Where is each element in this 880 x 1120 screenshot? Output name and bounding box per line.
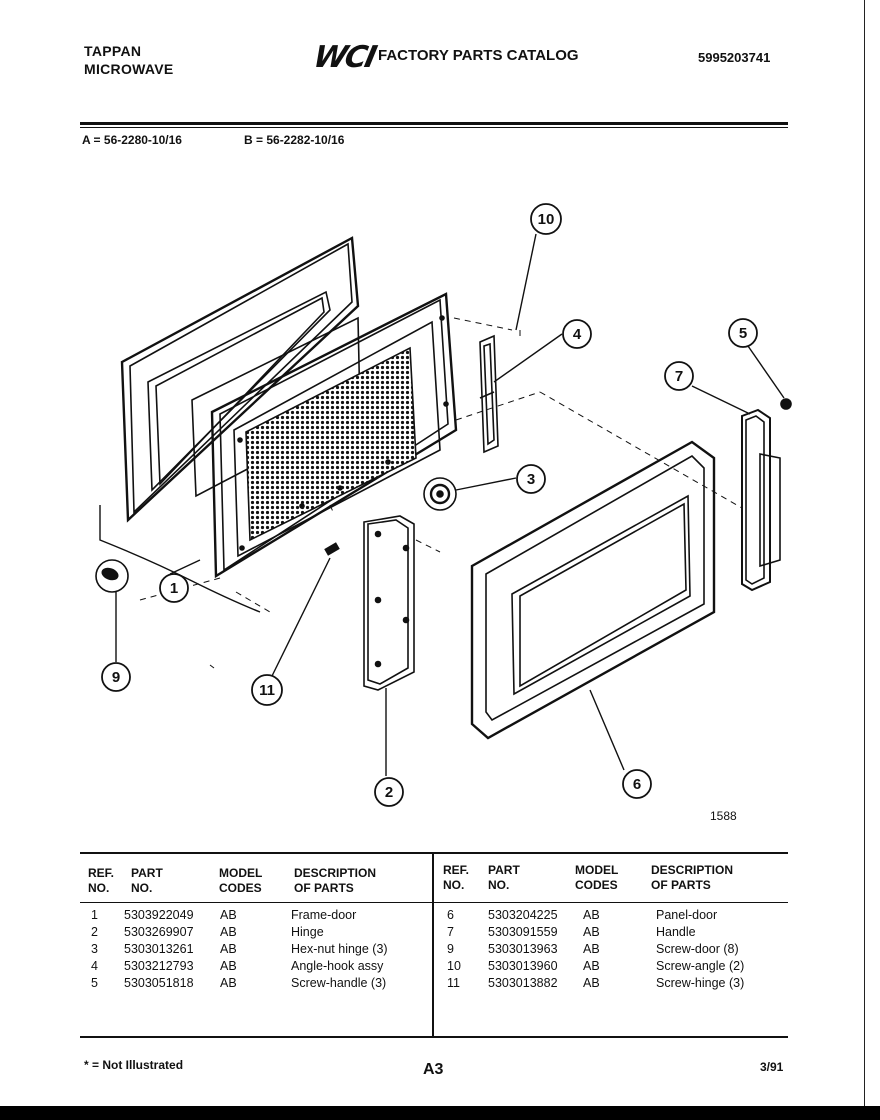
callout-label-4: 4	[573, 326, 582, 343]
header-ref-right: REF.NO.	[443, 863, 470, 892]
callout-label-3: 3	[527, 471, 535, 488]
model-b: B = 56-2282-10/16	[244, 133, 345, 147]
callout-label-1: 1	[170, 580, 178, 597]
table-row: 1 5303922049 AB Frame-door	[91, 908, 357, 922]
callout-label-11: 11	[259, 682, 275, 699]
left-table-body: 1 5303922049 AB Frame-door 2 5303269907 …	[91, 907, 421, 992]
screw-door-part	[95, 559, 129, 593]
revision-date: 3/91	[760, 1060, 784, 1074]
catalog-title: FACTORY PARTS CATALOG	[378, 47, 579, 64]
callout-11	[251, 674, 283, 706]
callout-4	[562, 319, 592, 349]
header-ref: REF.NO.	[88, 866, 115, 895]
screw-handle-part	[780, 398, 792, 410]
table-row: 4 5303212793 AB Angle-hook assy	[91, 959, 384, 973]
table-row: 6 5303204225 AB Panel-door	[447, 908, 718, 922]
table-header-rule	[80, 902, 788, 903]
callout-label-9: 9	[112, 669, 120, 686]
product-name: MICROWAVE	[84, 61, 174, 77]
handle-part	[741, 408, 781, 592]
callout-label-5: 5	[739, 325, 747, 342]
scan-bottom-edge	[0, 1106, 880, 1120]
callout-label-6: 6	[633, 776, 641, 793]
table-bottom-rule	[80, 1036, 788, 1038]
table-row: 11 5303013882 AB Screw-hinge (3)	[447, 976, 745, 990]
callout-label-7: 7	[675, 368, 683, 385]
callout-7	[664, 361, 694, 391]
door-frame	[210, 292, 458, 579]
table-top-rule	[80, 852, 788, 854]
hex-nut-part	[423, 477, 457, 511]
screw-hinge-part	[324, 542, 340, 556]
angle-hook-part	[479, 334, 499, 454]
callout-label-2: 2	[385, 784, 393, 801]
model-a: A = 56-2280-10/16	[82, 133, 182, 147]
callout-label-10: 10	[538, 211, 555, 228]
page-code: A3	[423, 1061, 444, 1078]
header-rule-thin	[80, 127, 788, 128]
brand-name: TAPPAN	[84, 43, 142, 59]
table-divider	[432, 854, 434, 1038]
callout-3	[516, 464, 546, 494]
not-illustrated-note: * = Not Illustrated	[84, 1058, 184, 1072]
table-row: 5 5303051818 AB Screw-handle (3)	[91, 976, 387, 990]
callout-10	[530, 203, 562, 235]
callout-9	[101, 662, 131, 692]
brand-block: TAPPAN MICROWAVE	[84, 42, 174, 78]
callout-1	[159, 573, 189, 603]
callout-6	[622, 769, 652, 799]
table-row: 3 5303013261 AB Hex-nut hinge (3)	[91, 942, 388, 956]
hinge-part	[363, 515, 415, 691]
callout-5	[728, 318, 758, 348]
callout-2	[374, 777, 404, 807]
right-table-body: 6 5303204225 AB Panel-door 7 5303091559 …	[447, 907, 783, 992]
panel-door-part	[470, 440, 716, 740]
callouts	[101, 203, 758, 807]
exploded-parts-diagram: 10 4 5 7 3 1 9 11 2 6	[95, 203, 792, 807]
door-glass-panel	[120, 236, 360, 523]
catalog-number: 5995203741	[698, 50, 771, 65]
scan-edge	[864, 0, 880, 1106]
table-row: 9 5303013963 AB Screw-door (8)	[447, 942, 739, 956]
table-row: 2 5303269907 AB Hinge	[91, 925, 324, 939]
header-rule	[80, 122, 788, 125]
figure-number: 1588	[710, 809, 737, 823]
table-row: 10 5303013960 AB Screw-angle (2)	[447, 959, 745, 973]
table-row: 7 5303091559 AB Handle	[447, 925, 696, 939]
